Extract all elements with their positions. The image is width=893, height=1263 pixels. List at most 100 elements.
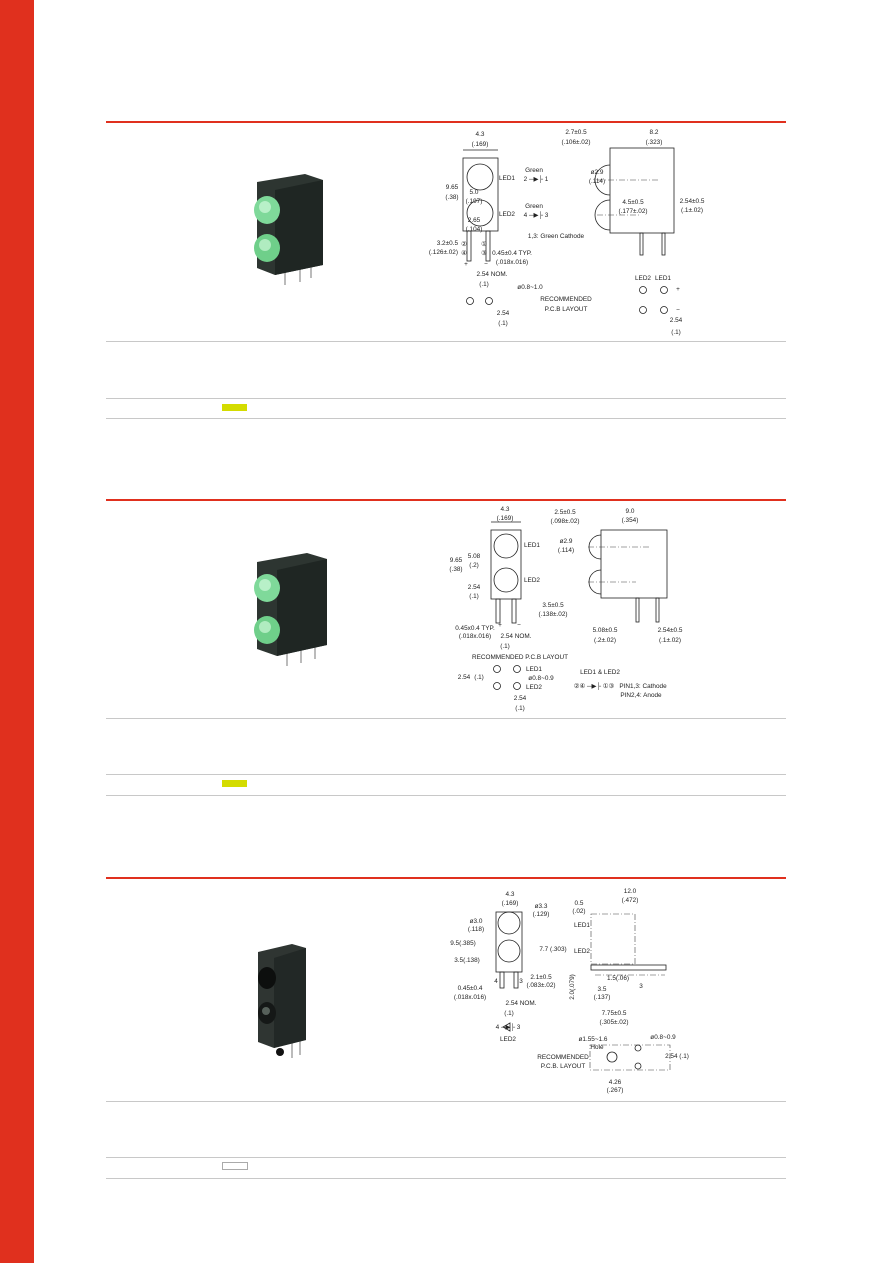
label-text: P.C.B LAYOUT	[545, 306, 588, 313]
dim-text: (.38)	[445, 194, 458, 201]
label-text: 2 ─▶├ 1	[524, 175, 549, 183]
dim-text: 2.54	[497, 310, 510, 317]
dim-text: 2.54	[514, 695, 527, 702]
label-text: LED1	[524, 542, 540, 549]
dim-text: 2.54	[670, 317, 683, 324]
dim-text: 7.7 (.303)	[539, 946, 566, 953]
dim-text: (.305±.02)	[599, 1019, 628, 1026]
product-photo-green-led-array	[254, 553, 327, 666]
dim-text: ø0.8~0.9	[528, 675, 554, 682]
dim-text: 4.3	[501, 506, 510, 513]
label-text: 3	[639, 983, 643, 990]
dim-text: (.323)	[646, 139, 663, 146]
dim-text: 5.0	[470, 189, 479, 196]
dim-text: ø2.9	[591, 169, 604, 176]
label-text: RECOMMENDED	[540, 296, 592, 303]
label-text: LED2	[574, 948, 590, 955]
dim-text: (.1)	[500, 643, 510, 650]
section-divider	[106, 121, 786, 123]
dim-text: 3.5	[598, 986, 607, 993]
dim-text: ø1.55~1.6	[579, 1036, 608, 1043]
dim-text: ø3.3	[535, 903, 548, 910]
label-text: Green	[525, 167, 543, 174]
label-text: +	[464, 261, 468, 268]
dim-text: (.138±.02)	[538, 611, 567, 618]
dim-text: (.098±.02)	[550, 518, 579, 525]
label-text: LED2	[526, 684, 542, 691]
dim-text: 5.08	[468, 553, 481, 560]
dim-text: 2.54	[468, 584, 481, 591]
label-text: ①	[481, 241, 487, 248]
label-text: Hole	[590, 1044, 604, 1051]
dim-text: 0.45±0.4	[458, 985, 483, 992]
dim-text: 0.5	[575, 900, 584, 907]
label-text: LED1	[655, 275, 671, 282]
dim-text: (.472)	[622, 897, 639, 904]
dim-text: 3.5±0.5	[542, 602, 564, 609]
dim-text: (.177±.02)	[618, 208, 647, 215]
label-text: P.C.B. LAYOUT	[541, 1063, 586, 1070]
label-text: ②④ ─▶├ ①③	[574, 682, 614, 690]
dim-text: 5.08±0.5	[593, 627, 618, 634]
dim-text: (.1)	[504, 1010, 514, 1017]
dim-text: 2.54 NOM.	[501, 633, 532, 640]
dim-text: 2.54 (.1)	[665, 1053, 689, 1060]
label-text: ②	[461, 241, 467, 248]
label-text: ④	[461, 250, 467, 257]
label-text: LED2	[524, 577, 540, 584]
dim-text: 2.54 NOM.	[477, 271, 508, 278]
dim-text: 9.5(.385)	[450, 940, 476, 947]
row-divider	[106, 795, 786, 796]
dim-text: 4.3	[476, 131, 485, 138]
row-divider	[106, 1157, 786, 1158]
dim-text: (.2)	[469, 562, 479, 569]
label-text: −	[676, 307, 680, 314]
product-photo-bicolor-led-housing	[258, 944, 306, 1058]
dim-text: 1.5(.06)	[607, 975, 629, 982]
dim-text: (.018x.016)	[459, 633, 491, 640]
row-divider	[106, 418, 786, 419]
color-swatch-green	[222, 404, 247, 411]
label-text: RECOMMENDED P.C.B LAYOUT	[472, 654, 568, 661]
label-text: 1,3: Green Cathode	[528, 233, 585, 240]
dim-text: 2.65	[468, 217, 481, 224]
label-text: LED2	[500, 1036, 516, 1043]
dim-text: 12.0	[624, 888, 637, 895]
dim-text: ø2.9	[560, 538, 573, 545]
dim-text: 9.65	[450, 557, 463, 564]
dim-text: 0.45x0.4 TYP.	[455, 625, 495, 632]
dim-text: 8.2	[650, 129, 659, 136]
dim-text: 9.65	[446, 184, 459, 191]
dim-text: (.1)	[515, 705, 525, 712]
dim-text: (.114)	[558, 547, 574, 554]
dim-text: ø0.8~0.9	[650, 1034, 676, 1041]
dim-text: (.118)	[468, 926, 484, 933]
label-text: RECOMMENDED	[537, 1054, 589, 1061]
label-text: LED2	[635, 275, 651, 282]
dim-text: 2.5±0.5	[554, 509, 576, 516]
label-text: LED1	[499, 175, 515, 182]
dim-text: 3.2±0.5	[437, 240, 459, 247]
brand-sidebar-bar	[0, 0, 34, 1263]
dim-text: (.1)	[671, 329, 681, 336]
color-swatch-white	[222, 1162, 248, 1170]
label-text: Green	[525, 203, 543, 210]
dim-text: (.2±.02)	[594, 637, 616, 644]
dim-text: ø0.8~1.0	[517, 284, 543, 291]
row-divider	[106, 718, 786, 719]
dim-text: (.114)	[589, 178, 605, 185]
section-divider	[106, 499, 786, 501]
dim-text: 2.54±0.5	[658, 627, 683, 634]
label-text: LED2	[499, 211, 515, 218]
dim-text: 9.0	[626, 508, 635, 515]
dim-text: (.197)	[466, 198, 483, 205]
dim-text: 4.3	[506, 891, 515, 898]
dim-text: (.106±.02)	[561, 139, 590, 146]
dim-text: 2.1±0.5	[530, 974, 552, 981]
dim-text: (.1)	[498, 320, 508, 327]
row-divider	[106, 774, 786, 775]
label-text: ③	[481, 250, 487, 257]
dim-text: 0.45±0.4 TYP.	[492, 250, 532, 257]
